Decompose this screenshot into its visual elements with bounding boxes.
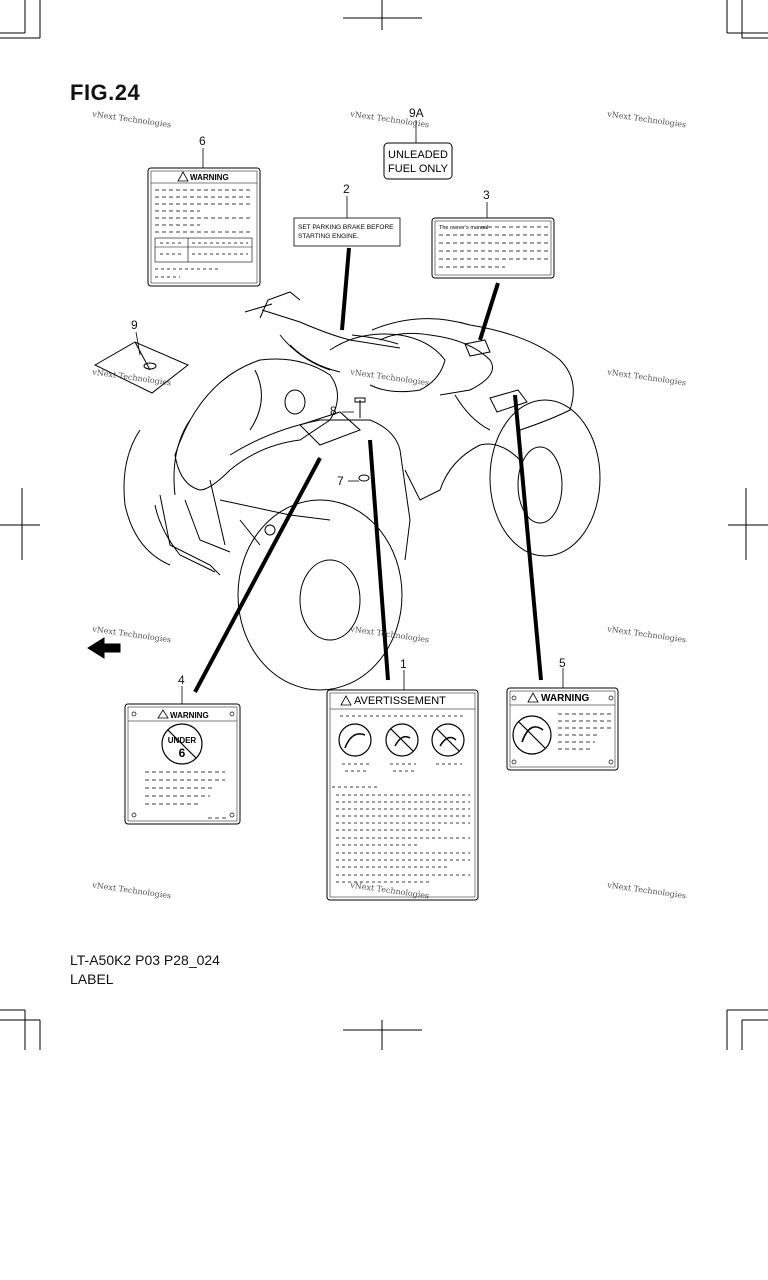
callout-6: 6 bbox=[199, 134, 206, 148]
fuel-label-line1: UNLEADED bbox=[388, 149, 448, 161]
front-arrow bbox=[87, 637, 121, 659]
label-5-heading: WARNING bbox=[541, 693, 590, 704]
crop-marks bbox=[0, 0, 768, 1050]
atv-drawing bbox=[93, 291, 601, 691]
under-6-badge bbox=[161, 723, 203, 765]
label-4: WARNING UNDER 6 bbox=[124, 703, 241, 825]
fuel-label-line2: FUEL ONLY bbox=[388, 163, 449, 175]
badge-under-text: UNDER bbox=[168, 736, 197, 745]
callout-8: 8 bbox=[330, 404, 337, 418]
callout-4: 4 bbox=[178, 673, 185, 687]
label-6-heading: WARNING bbox=[190, 173, 229, 182]
parking-label-line1: SET PARKING BRAKE BEFORE bbox=[298, 224, 394, 231]
callout-5: 5 bbox=[559, 656, 566, 670]
callout-1: 1 bbox=[400, 657, 407, 671]
label-5: WARNING bbox=[506, 687, 619, 771]
callout-2: 2 bbox=[343, 182, 350, 196]
callout-3: 3 bbox=[483, 188, 490, 202]
manual-label-text: The owner's manual bbox=[439, 225, 488, 231]
callout-9a: 9A bbox=[409, 106, 424, 120]
callout-leaders bbox=[135, 120, 564, 704]
section-name: LABEL bbox=[70, 971, 114, 987]
label-3: The owner's manual bbox=[431, 217, 555, 279]
leader-lines bbox=[193, 247, 543, 693]
label-9a: UNLEADED FUEL ONLY bbox=[383, 142, 453, 180]
label-4-heading: WARNING bbox=[170, 711, 209, 720]
callout-9: 9 bbox=[131, 318, 138, 332]
label-2: SET PARKING BRAKE BEFORE STARTING ENGINE… bbox=[293, 217, 401, 247]
parking-label-line2: STARTING ENGINE. bbox=[298, 233, 359, 240]
figure-title: FIG.24 bbox=[70, 80, 141, 105]
callout-7: 7 bbox=[337, 474, 344, 488]
label-1: AVERTISSEMENT bbox=[326, 689, 479, 901]
label-1-heading: AVERTISSEMENT bbox=[354, 695, 446, 707]
badge-six-text: 6 bbox=[179, 746, 186, 760]
model-code: LT-A50K2 P03 P28_024 bbox=[70, 952, 220, 968]
label-6: WARNING bbox=[147, 167, 261, 287]
